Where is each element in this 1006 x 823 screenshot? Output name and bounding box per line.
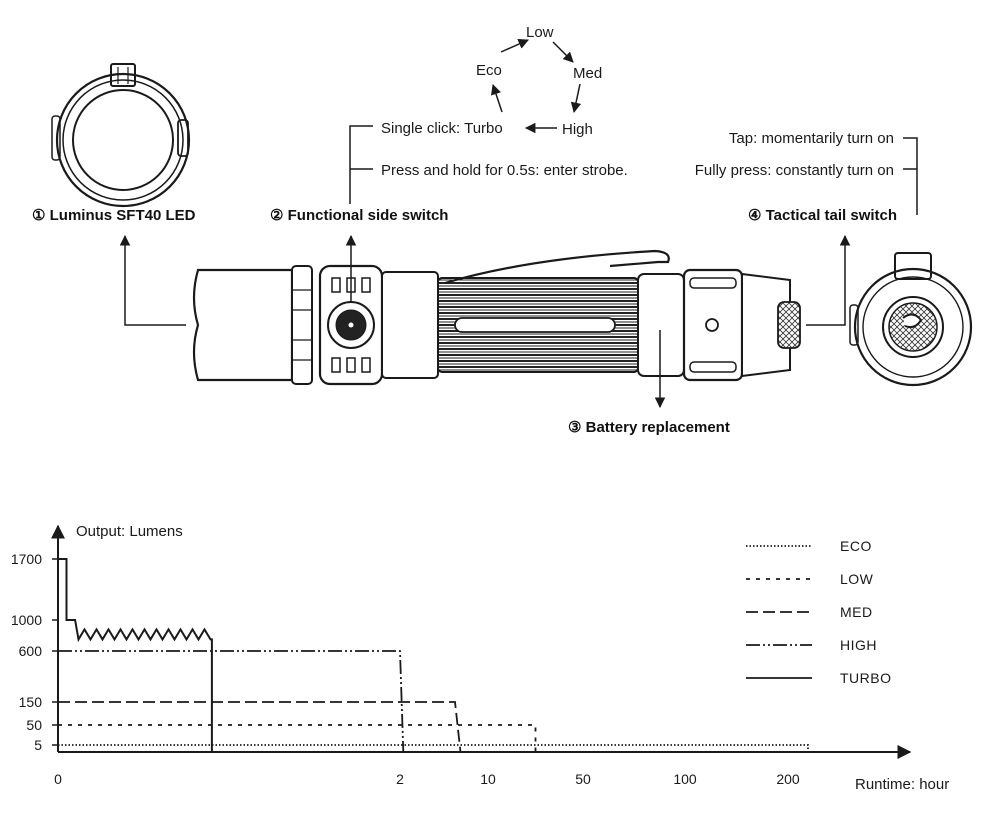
series-high-line — [58, 650, 405, 753]
x-tick-label: 50 — [575, 771, 591, 787]
series-med-line — [58, 701, 462, 753]
x-tick-label: 0 — [54, 771, 62, 787]
y-tick-label: 150 — [19, 694, 43, 710]
legend-label-med: MED — [840, 604, 873, 620]
front-view-led — [51, 63, 191, 208]
tail-view — [849, 252, 973, 387]
y-axis-title: Output: Lumens — [76, 523, 183, 540]
mode-low: Low — [526, 24, 554, 41]
mode-med: Med — [573, 65, 602, 82]
series-eco-line — [58, 744, 809, 752]
mode-eco: Eco — [476, 62, 502, 79]
legend-label-eco: ECO — [840, 538, 872, 554]
x-tick-label: 2 — [396, 771, 404, 787]
press-hold-strobe: Press and hold for 0.5s: enter strobe. — [381, 162, 628, 179]
mode-high: High — [562, 121, 593, 138]
callout-lines — [119, 39, 918, 409]
x-tick-label: 100 — [673, 771, 697, 787]
single-click-turbo: Single click: Turbo — [381, 120, 503, 137]
series-turbo-line — [58, 558, 213, 752]
battery-callout-label: ③ Battery replacement — [568, 419, 730, 436]
runtime-chart: Output: Lumens Runtime: hour 17001000600… — [11, 523, 949, 793]
flashlight-body — [192, 249, 801, 386]
series-low-line — [58, 724, 537, 752]
x-tick-label: 200 — [776, 771, 800, 787]
x-axis-title: Runtime: hour — [855, 776, 949, 793]
legend-label-turbo: TURBO — [840, 670, 892, 686]
tail-switch-callout-label: ④ Tactical tail switch — [748, 207, 897, 224]
x-tick-label: 10 — [480, 771, 496, 787]
legend-label-high: HIGH — [840, 637, 877, 653]
tap-momentary: Tap: momentarily turn on — [729, 130, 894, 147]
led-callout-label: ① Luminus SFT40 LED — [32, 207, 196, 224]
side-switch-callout-label: ② Functional side switch — [270, 207, 448, 224]
legend-label-low: LOW — [840, 571, 874, 587]
y-tick-label: 50 — [26, 717, 42, 733]
y-tick-label: 600 — [19, 643, 43, 659]
full-press-constant: Fully press: constantly turn on — [695, 162, 894, 179]
y-tick-label: 5 — [34, 737, 42, 753]
y-tick-label: 1000 — [11, 612, 42, 628]
y-tick-label: 1700 — [11, 551, 42, 567]
